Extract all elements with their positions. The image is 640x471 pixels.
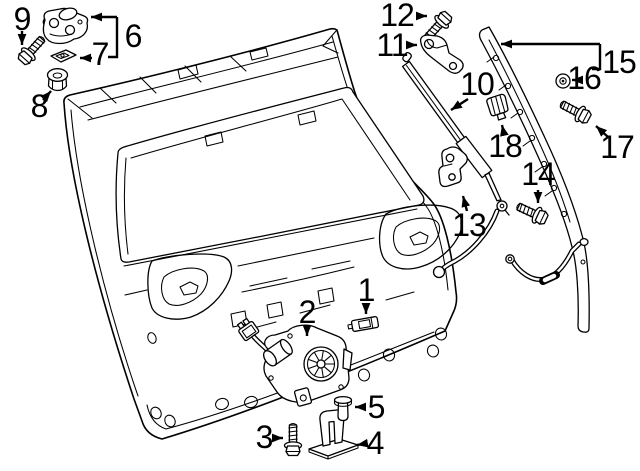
gas-strut-drawing bbox=[401, 51, 510, 216]
callout-18-arrow bbox=[500, 124, 509, 137]
retainer-clip-drawing bbox=[347, 315, 380, 333]
tailgate-hose-drawing bbox=[432, 208, 500, 279]
callout-6-label[interactable]: 6 bbox=[124, 18, 143, 54]
strut-bracket-upper-drawing bbox=[419, 34, 464, 74]
callout-17-label[interactable]: 17 bbox=[600, 129, 635, 165]
lock-motor-drawing bbox=[236, 317, 353, 407]
bolt-3-drawing bbox=[283, 422, 303, 457]
trim-clip-drawing bbox=[486, 93, 509, 121]
strut-bracket-lower-drawing bbox=[438, 146, 468, 188]
grommet-nut-drawing bbox=[46, 68, 69, 92]
callout-leaders bbox=[17, 11, 609, 448]
panel-holes bbox=[147, 327, 448, 428]
bolt-14-drawing bbox=[512, 197, 551, 228]
callout-8-arrow bbox=[40, 90, 52, 103]
bolt-9-drawing bbox=[14, 31, 51, 68]
callout-3-label[interactable]: 3 bbox=[255, 419, 274, 455]
callout-10-label[interactable]: 10 bbox=[460, 66, 495, 102]
callout-15-label[interactable]: 15 bbox=[602, 44, 637, 80]
grommet-16-drawing bbox=[555, 73, 571, 89]
motor-disc-spokes bbox=[307, 350, 336, 378]
callout-5-label[interactable]: 5 bbox=[367, 389, 386, 425]
callout-2-label[interactable]: 2 bbox=[298, 294, 317, 330]
hinge-shim-drawing bbox=[50, 49, 77, 63]
callout-8-label[interactable]: 8 bbox=[30, 88, 49, 124]
callout-4-arrow bbox=[356, 438, 369, 448]
callout-13-arrow bbox=[461, 195, 471, 212]
tailgate-panel-drawing bbox=[63, 27, 463, 440]
callout-17-arrow bbox=[595, 125, 609, 138]
callout-10-arrow bbox=[450, 97, 469, 112]
cushion-pin-drawing bbox=[333, 395, 353, 422]
door-stopper-drawing bbox=[308, 409, 359, 460]
callout-11-label[interactable]: 11 bbox=[376, 27, 408, 63]
hinge-drawing bbox=[42, 7, 89, 45]
bolt-17-drawing bbox=[556, 95, 594, 127]
callout-6-bracket bbox=[108, 17, 119, 59]
callout-14-label[interactable]: 14 bbox=[521, 156, 556, 192]
callout-12-label[interactable]: 12 bbox=[380, 0, 415, 33]
callout-15-bracket bbox=[592, 44, 602, 71]
callout-18-label[interactable]: 18 bbox=[488, 128, 523, 164]
callout-9-label[interactable]: 9 bbox=[13, 1, 32, 37]
moulding-hose-drawing bbox=[505, 241, 582, 285]
callout-13-label[interactable]: 13 bbox=[452, 207, 487, 243]
callout-7-label[interactable]: 7 bbox=[91, 36, 110, 72]
callout-16-label[interactable]: 16 bbox=[567, 60, 602, 96]
callout-4-label[interactable]: 4 bbox=[366, 425, 385, 461]
callout-1-label[interactable]: 1 bbox=[357, 272, 376, 308]
